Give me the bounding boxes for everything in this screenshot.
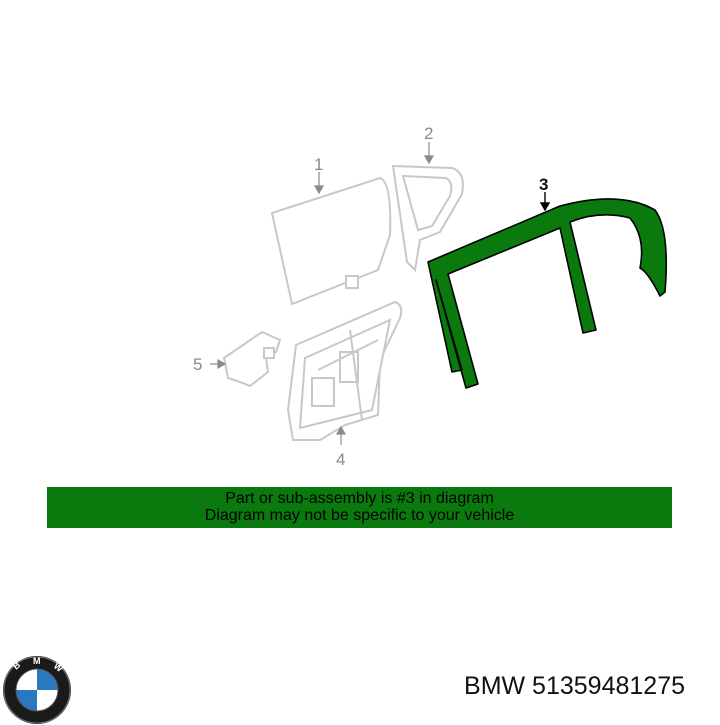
part-4-window-regulator (286, 300, 403, 441)
callout-4: 4 (336, 450, 345, 469)
banner-line-1: Part or sub-assembly is #3 in diagram (225, 490, 494, 507)
part-2-quarter-glass (391, 164, 464, 273)
part-5-bracket (222, 330, 282, 388)
notice-banner: Part or sub-assembly is #3 in diagram Di… (47, 487, 672, 528)
callout-1: 1 (314, 155, 323, 174)
svg-text:M: M (33, 656, 41, 666)
parts-diagram: 1 2 3 4 5 (193, 124, 667, 469)
banner-line-2: Diagram may not be specific to your vehi… (204, 507, 515, 524)
callout-5: 5 (193, 355, 202, 374)
part-1-door-glass (270, 176, 392, 306)
part-number-label: BMW 51359481275 (464, 672, 685, 700)
svg-text:B: B (11, 659, 23, 671)
callout-3: 3 (539, 175, 548, 194)
leader-lines (210, 142, 435, 445)
callout-2: 2 (424, 124, 433, 143)
bmw-logo-icon: B M W (3, 656, 71, 724)
part-3-window-channel (427, 198, 667, 389)
leader-line-3 (539, 192, 551, 212)
